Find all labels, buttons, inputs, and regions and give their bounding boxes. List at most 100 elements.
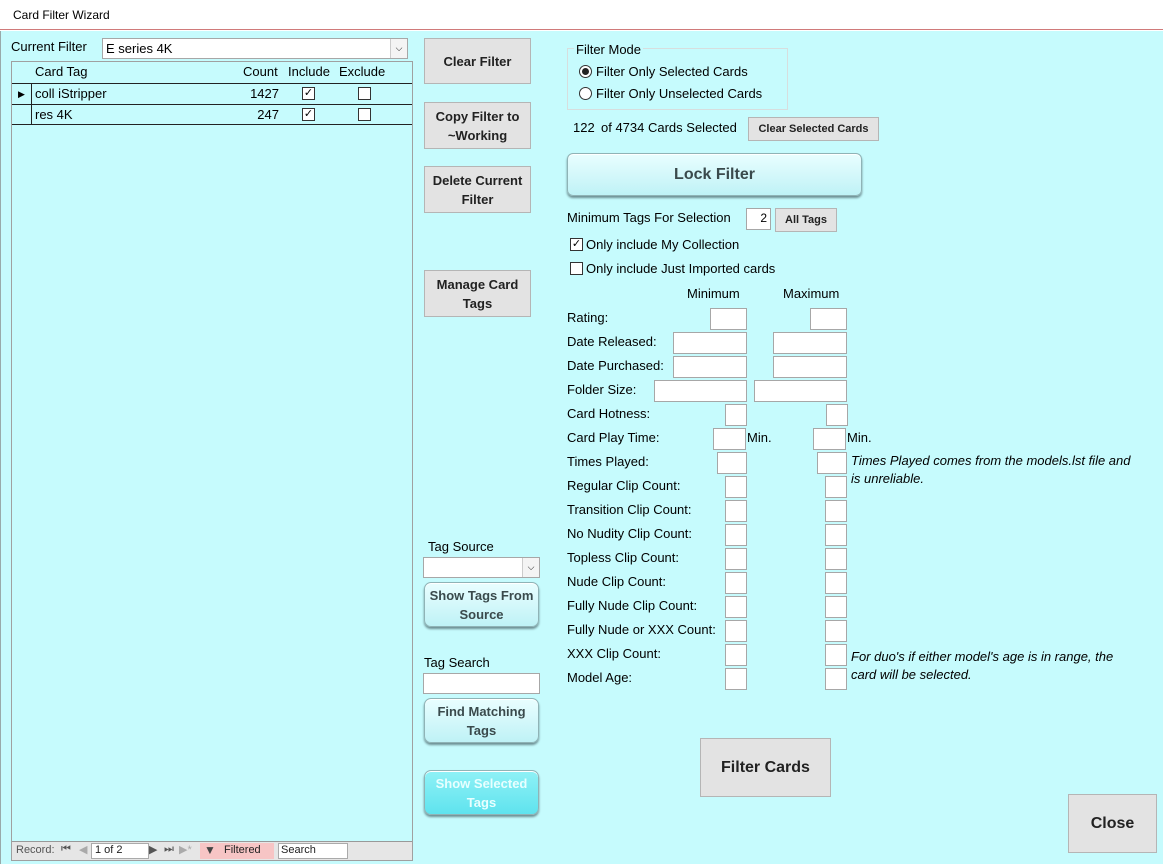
min-tags-label: Minimum Tags For Selection <box>567 210 731 225</box>
fully-nude-clip-max-input[interactable] <box>825 596 847 618</box>
record-selector[interactable] <box>12 105 32 125</box>
show-tags-from-source-button[interactable]: Show Tags From Source <box>424 582 539 627</box>
rating-min-input[interactable] <box>710 308 747 330</box>
folder-size-min-input[interactable] <box>654 380 747 402</box>
folder-size-max-input[interactable] <box>754 380 847 402</box>
filtered-toggle[interactable]: ▼ Filtered <box>200 843 274 859</box>
tag-source-combo[interactable]: ⌵ <box>423 557 540 578</box>
tag-source-label: Tag Source <box>428 539 494 554</box>
last-record-icon[interactable]: ⏭ <box>164 843 174 855</box>
next-record-icon[interactable]: ▶ <box>149 844 158 856</box>
model-age-max-input[interactable] <box>825 668 847 690</box>
filter-cards-button[interactable]: Filter Cards <box>700 738 831 797</box>
filtered-label: Filtered <box>224 844 261 856</box>
card-hotness-label: Card Hotness: <box>567 406 651 421</box>
exclude-checkbox[interactable] <box>358 108 371 121</box>
include-checkbox[interactable]: ✓ <box>302 87 315 100</box>
nude-clip-max-input[interactable] <box>825 572 847 594</box>
filter-funnel-icon: ▼ <box>204 843 216 857</box>
play-time-max-input[interactable] <box>813 428 846 450</box>
card-hotness-min-input[interactable] <box>725 404 747 426</box>
clear-filter-button[interactable]: Clear Filter <box>424 38 531 84</box>
xxx-clip-max-input[interactable] <box>825 644 847 666</box>
current-filter-value: E series 4K <box>106 41 173 56</box>
regular-clip-max-input[interactable] <box>825 476 847 498</box>
record-selector-icon[interactable]: ▶ <box>12 84 32 104</box>
row-count: 247 <box>257 107 279 122</box>
manage-card-tags-button[interactable]: Manage Card Tags <box>424 270 531 317</box>
date-released-max-input[interactable] <box>773 332 847 354</box>
no-nudity-clip-min-input[interactable] <box>725 524 747 546</box>
lock-filter-button[interactable]: Lock Filter <box>567 153 862 196</box>
fully-nude-or-xxx-min-input[interactable] <box>725 620 747 642</box>
col-header-card-tag: Card Tag <box>35 64 88 79</box>
nude-clip-min-input[interactable] <box>725 572 747 594</box>
transition-clip-count-label: Transition Clip Count: <box>567 502 692 517</box>
model-age-min-input[interactable] <box>725 668 747 690</box>
table-row[interactable]: ▶ coll iStripper 1427 ✓ <box>12 83 412 104</box>
times-played-min-input[interactable] <box>717 452 747 474</box>
play-time-min-input[interactable] <box>713 428 746 450</box>
topless-clip-max-input[interactable] <box>825 548 847 570</box>
date-released-min-input[interactable] <box>673 332 747 354</box>
xxx-clip-min-input[interactable] <box>725 644 747 666</box>
table-row[interactable]: res 4K 247 ✓ <box>12 104 412 125</box>
filter-form: Current Filter E series 4K ⌵ Card Tag Co… <box>0 31 1163 864</box>
card-hotness-max-input[interactable] <box>826 404 848 426</box>
grid-search-input[interactable]: Search <box>278 843 348 859</box>
fully-nude-clip-count-label: Fully Nude Clip Count: <box>567 598 698 613</box>
grid-header: Card Tag Count Include Exclude <box>12 62 412 83</box>
filter-unselected-radio[interactable] <box>579 87 592 100</box>
nude-clip-count-label: Nude Clip Count: <box>567 574 666 589</box>
fully-nude-or-xxx-max-input[interactable] <box>825 620 847 642</box>
window-title: Card Filter Wizard <box>13 8 110 22</box>
no-nudity-clip-count-label: No Nudity Clip Count: <box>567 526 692 541</box>
filter-unselected-label[interactable]: Filter Only Unselected Cards <box>596 86 763 101</box>
row-tag[interactable]: res 4K <box>35 107 73 122</box>
fully-nude-clip-min-input[interactable] <box>725 596 747 618</box>
row-tag[interactable]: coll iStripper <box>35 86 107 101</box>
record-navigator: Record: ⏮ ◀ 1 of 2 ▶ ⏭ ▶* ▼ Filtered Sea… <box>12 841 412 860</box>
col-header-count: Count <box>243 64 278 79</box>
just-imported-label[interactable]: Only include Just Imported cards <box>586 261 776 276</box>
record-label: Record: <box>16 844 55 856</box>
exclude-checkbox[interactable] <box>358 87 371 100</box>
my-collection-label[interactable]: Only include My Collection <box>586 237 740 252</box>
col-header-include: Include <box>288 64 330 79</box>
date-purchased-min-input[interactable] <box>673 356 747 378</box>
current-filter-combo[interactable]: E series 4K ⌵ <box>102 38 408 59</box>
date-purchased-label: Date Purchased: <box>567 358 664 373</box>
transition-clip-min-input[interactable] <box>725 500 747 522</box>
chevron-down-icon[interactable]: ⌵ <box>390 39 407 58</box>
find-matching-tags-button[interactable]: Find Matching Tags <box>424 698 539 743</box>
times-played-max-input[interactable] <box>817 452 847 474</box>
no-nudity-clip-max-input[interactable] <box>825 524 847 546</box>
folder-size-label: Folder Size: <box>567 382 637 397</box>
rating-max-input[interactable] <box>810 308 847 330</box>
topless-clip-min-input[interactable] <box>725 548 747 570</box>
row-count: 1427 <box>250 86 279 101</box>
previous-record-icon[interactable]: ◀ <box>79 844 88 856</box>
first-record-icon[interactable]: ⏮ <box>61 843 71 855</box>
regular-clip-min-input[interactable] <box>725 476 747 498</box>
new-record-icon[interactable]: ▶* <box>179 844 192 856</box>
transition-clip-max-input[interactable] <box>825 500 847 522</box>
delete-filter-button[interactable]: Delete Current Filter <box>424 166 531 213</box>
date-purchased-max-input[interactable] <box>773 356 847 378</box>
just-imported-checkbox[interactable] <box>570 262 583 275</box>
include-checkbox[interactable]: ✓ <box>302 108 315 121</box>
close-button[interactable]: Close <box>1068 794 1157 853</box>
filter-selected-label[interactable]: Filter Only Selected Cards <box>596 64 748 79</box>
chevron-down-icon[interactable]: ⌵ <box>522 558 539 577</box>
xxx-clip-count-label: XXX Clip Count: <box>567 646 661 661</box>
date-released-label: Date Released: <box>567 334 657 349</box>
my-collection-checkbox[interactable]: ✓ <box>570 238 583 251</box>
clear-selected-cards-button[interactable]: Clear Selected Cards <box>748 117 879 141</box>
copy-filter-button[interactable]: Copy Filter to ~Working <box>424 102 531 149</box>
record-position[interactable]: 1 of 2 <box>91 843 149 859</box>
all-tags-button[interactable]: All Tags <box>775 208 837 232</box>
filter-selected-radio[interactable] <box>579 65 592 78</box>
tag-search-input[interactable] <box>423 673 540 694</box>
show-selected-tags-button[interactable]: Show Selected Tags <box>424 770 539 815</box>
min-tags-input[interactable]: 2 <box>746 208 771 230</box>
